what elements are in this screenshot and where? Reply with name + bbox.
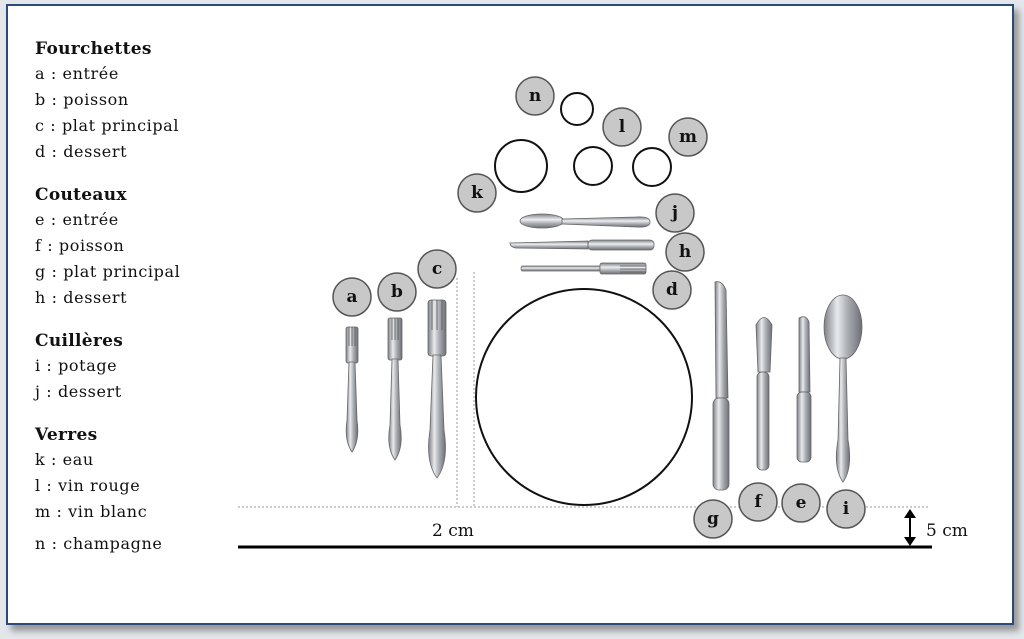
legend-text: dessert <box>63 288 128 307</box>
badge-b: b <box>377 272 417 312</box>
legend-item-l: l : vin rouge <box>35 476 141 495</box>
legend-text: entrée <box>62 64 119 83</box>
legend-item-d: d : dessert <box>35 142 128 161</box>
legend-key: g <box>35 262 46 281</box>
legend-text: eau <box>62 450 94 469</box>
knife-poisson <box>755 317 773 471</box>
legend-group-title: Cuillères <box>35 331 124 351</box>
legend-item-c: c : plat principal <box>35 116 180 135</box>
badge-e: e <box>781 483 821 523</box>
glass-white-wine <box>632 147 672 187</box>
legend-text: champagne <box>63 534 163 553</box>
badge-j-label: j <box>670 203 678 223</box>
knife-plat-principal <box>712 281 730 491</box>
legend-key: l <box>35 476 41 495</box>
legend-group-verres: Verres k : eau l : vin rouge m : vin bla… <box>35 425 245 557</box>
legend-key: b <box>35 90 46 109</box>
legend-text: vin blanc <box>68 502 148 521</box>
legend-key: i <box>35 356 41 375</box>
badge-l: l <box>602 107 642 147</box>
badge-f-label: f <box>754 492 763 512</box>
badge-l-label: l <box>619 117 626 137</box>
legend-item-f: f : poisson <box>35 236 125 255</box>
legend-text: potage <box>58 356 118 375</box>
fork-entree <box>345 326 359 453</box>
badge-h-label: h <box>679 242 691 262</box>
badge-i: i <box>826 489 866 529</box>
legend-key: k <box>35 450 46 469</box>
edge-gap-label: 5 cm <box>926 521 968 541</box>
legend-text: poisson <box>58 236 125 255</box>
legend-key: e <box>35 210 46 229</box>
badge-g: g <box>693 499 733 539</box>
legend-item-h: h : dessert <box>35 288 128 307</box>
plate <box>475 288 693 506</box>
glass-water <box>494 139 548 193</box>
spoon-potage <box>823 294 863 483</box>
fork-poisson <box>387 317 403 461</box>
badge-a: a <box>332 277 372 317</box>
badge-b-label: b <box>391 282 403 302</box>
legend-text: dessert <box>63 142 128 161</box>
fork-plat-principal <box>427 299 447 479</box>
legend-group-fourchettes: Fourchettes a : entrée b : poisson c : p… <box>35 39 245 165</box>
badge-d: d <box>652 270 692 310</box>
legend-key: h <box>35 288 46 307</box>
knife-dessert <box>509 239 655 251</box>
legend-text: vin rouge <box>58 476 141 495</box>
legend-group-title: Verres <box>35 425 98 445</box>
glass-red-wine <box>573 146 613 186</box>
legend-group-couteaux: Couteaux e : entrée f : poisson g : plat… <box>35 185 245 311</box>
legend-item-e: e : entrée <box>35 210 119 229</box>
badge-i-label: i <box>843 499 850 519</box>
badge-c: c <box>417 249 457 289</box>
legend: Fourchettes a : entrée b : poisson c : p… <box>35 39 245 577</box>
legend-item-g: g : plat principal <box>35 262 181 281</box>
plate-gap-label: 2 cm <box>432 521 474 541</box>
badge-g-label: g <box>707 509 719 529</box>
legend-group-title: Couteaux <box>35 185 127 205</box>
badge-e-label: e <box>796 493 807 513</box>
legend-key: m <box>35 502 51 521</box>
measure-arrow <box>904 509 916 546</box>
legend-group-cuilleres: Cuillères i : potage j : dessert <box>35 331 245 405</box>
legend-key: a <box>35 64 46 83</box>
badge-n-label: n <box>529 86 541 106</box>
badge-k: k <box>457 173 497 213</box>
legend-item-j: j : dessert <box>35 382 122 401</box>
spoon-dessert <box>519 213 651 229</box>
legend-key: c <box>35 116 45 135</box>
fork-dessert <box>520 262 647 275</box>
legend-item-k: k : eau <box>35 450 94 469</box>
legend-text: dessert <box>57 382 122 401</box>
legend-text: plat principal <box>63 262 181 281</box>
legend-item-b: b : poisson <box>35 90 129 109</box>
badge-m-label: m <box>679 127 697 147</box>
legend-text: plat principal <box>61 116 180 135</box>
badge-h: h <box>665 232 705 272</box>
badge-d-label: d <box>666 280 678 300</box>
badge-a-label: a <box>346 287 357 307</box>
legend-key: d <box>35 142 46 161</box>
legend-key: f <box>35 236 42 255</box>
legend-item-n: n : champagne <box>35 534 163 553</box>
legend-item-m: m : vin blanc <box>35 502 148 521</box>
badge-m: m <box>668 117 708 157</box>
legend-group-title: Fourchettes <box>35 39 152 59</box>
legend-key: n <box>35 534 46 553</box>
badge-c-label: c <box>432 259 442 279</box>
badge-f: f <box>738 482 778 522</box>
glass-champagne <box>560 92 594 126</box>
badge-k-label: k <box>471 183 484 203</box>
badge-j: j <box>655 193 695 233</box>
badge-n: n <box>515 76 555 116</box>
knife-entree <box>796 316 812 463</box>
legend-key: j <box>35 382 41 401</box>
legend-text: poisson <box>63 90 129 109</box>
legend-text: entrée <box>62 210 119 229</box>
legend-item-a: a : entrée <box>35 64 119 83</box>
legend-item-i: i : potage <box>35 356 118 375</box>
